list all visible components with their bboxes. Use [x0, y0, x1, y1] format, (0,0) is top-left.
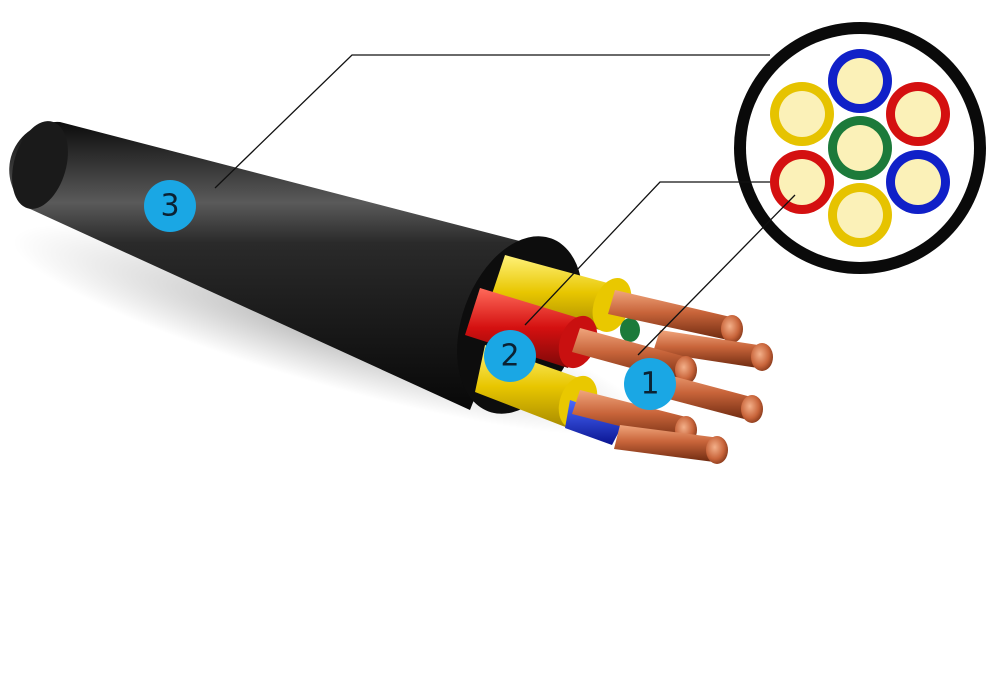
conductor [653, 330, 773, 371]
cross-section [734, 22, 986, 274]
callout-3: 3 [144, 180, 196, 232]
callout-2-label: 2 [500, 339, 519, 374]
cross-section-cores [770, 49, 950, 247]
core-conductor-bottom [837, 192, 883, 238]
callout-3-label: 3 [160, 189, 179, 224]
callout-2: 2 [484, 330, 536, 382]
leader-line-1 [637, 194, 796, 356]
core-conductor-upper-right [895, 91, 941, 137]
core-conductor-center [837, 125, 883, 171]
leader-lines [214, 54, 796, 356]
core-conductor-top [837, 58, 883, 104]
callout-1: 1 [624, 358, 676, 410]
callout-1-label: 1 [640, 367, 659, 402]
core-conductor-right [895, 159, 941, 205]
core-conductor-left [779, 159, 825, 205]
leader-line-2 [524, 181, 770, 326]
leader-line-3 [214, 54, 770, 189]
conductor [614, 425, 728, 464]
conductor [608, 290, 743, 343]
core-conductor-upper-left [779, 91, 825, 137]
